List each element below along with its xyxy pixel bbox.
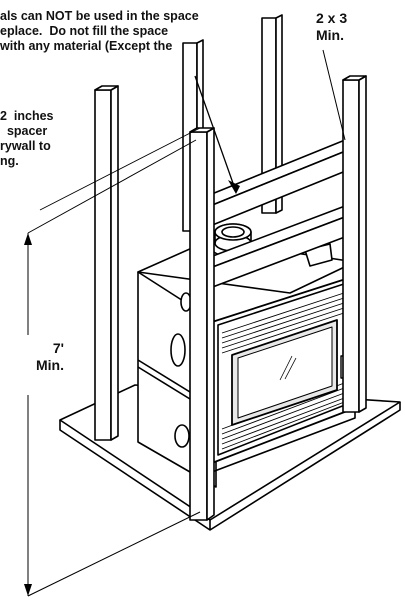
leader-stud-label — [322, 49, 346, 141]
arrowhead-icon — [228, 180, 240, 194]
stud-size-label: 2 x 3 Min. — [316, 10, 348, 43]
height-dimension-line — [24, 139, 201, 597]
min-height-label: 7' Min. — [36, 340, 64, 373]
warning-note: als can NOT be used in the space eplace.… — [0, 9, 199, 53]
spacer-note: 2 inches spacer rywall to ng. — [0, 109, 54, 168]
front-stud-right — [342, 75, 367, 413]
clearance-guide-line — [39, 127, 201, 211]
front-stud-left — [94, 85, 119, 441]
knockout-left-lower — [174, 424, 190, 448]
leader-top-note — [194, 75, 235, 187]
knockout-left-middle — [170, 333, 186, 367]
front-stud-middle — [189, 127, 215, 521]
louver-lines — [221, 291, 348, 450]
